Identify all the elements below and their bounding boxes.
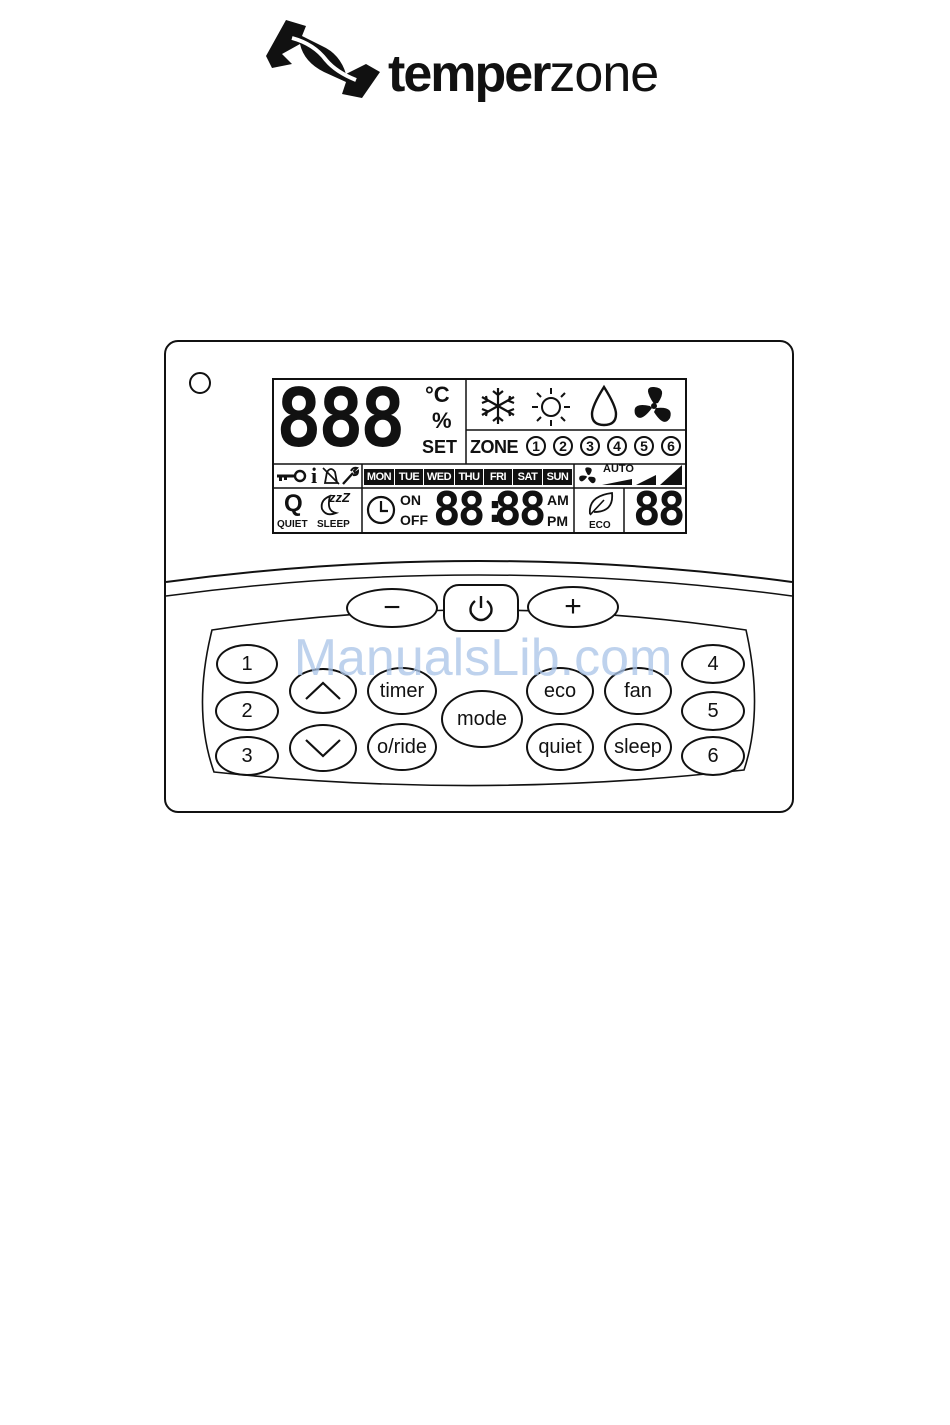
mode-button[interactable]: mode	[441, 690, 523, 748]
down-button[interactable]	[289, 724, 357, 772]
timer-button[interactable]: timer	[367, 667, 437, 715]
up-button[interactable]	[289, 668, 357, 714]
zone-indicator-2: 2	[553, 436, 573, 456]
plus-button[interactable]: +	[527, 586, 619, 628]
eco-button[interactable]: eco	[526, 667, 594, 715]
fan-button[interactable]: fan	[604, 667, 672, 715]
status-led	[189, 372, 211, 394]
quiet-indicator: Q	[284, 490, 303, 518]
brand-name: temperzone	[388, 44, 658, 104]
zone-6-button[interactable]: 6	[681, 736, 745, 776]
lcd-small-digits: 88	[633, 484, 682, 534]
zone-1-button[interactable]: 1	[216, 644, 278, 684]
lcd-main-digits: 888	[276, 374, 402, 464]
power-button[interactable]	[443, 584, 519, 632]
quiet-label: QUIET	[277, 519, 308, 530]
minus-button[interactable]: −	[346, 588, 438, 628]
chevron-up-icon	[303, 679, 343, 703]
zone-4-button[interactable]: 4	[681, 644, 745, 684]
info-icon: i	[311, 463, 317, 489]
zone-indicator-3: 3	[580, 436, 600, 456]
zone-indicator-5: 5	[634, 436, 654, 456]
clock-minutes: 88	[494, 484, 543, 534]
sleep-button[interactable]: sleep	[604, 723, 672, 771]
zone-indicator-6: 6	[661, 436, 681, 456]
bell-icon	[321, 466, 341, 486]
timer-off-label: OFF	[400, 512, 428, 528]
zone-indicator-1: 1	[526, 436, 546, 456]
zone-5-button[interactable]: 5	[681, 691, 745, 731]
zone-indicator-4: 4	[607, 436, 627, 456]
lcd-unit-celsius: °C	[425, 382, 450, 408]
fan-speed-icon	[578, 466, 598, 486]
sun-icon	[530, 386, 572, 428]
pm-label: PM	[547, 513, 568, 529]
zone-3-button[interactable]: 3	[215, 736, 279, 776]
day-tue: TUE	[395, 469, 423, 485]
am-label: AM	[547, 492, 569, 508]
brand-logo-icon	[262, 16, 384, 100]
lcd-zone-label: ZONE	[470, 437, 518, 458]
day-mon: MON	[364, 469, 394, 485]
zone-2-button[interactable]: 2	[215, 691, 279, 731]
drop-icon	[588, 384, 620, 428]
snowflake-icon	[478, 386, 518, 426]
key-icon	[275, 468, 307, 484]
eco-label: ECO	[589, 520, 611, 531]
clock-icon	[365, 494, 397, 526]
chevron-down-icon	[303, 736, 343, 760]
wrench-icon	[340, 466, 360, 486]
oride-button[interactable]: o/ride	[367, 723, 437, 771]
quiet-button[interactable]: quiet	[526, 723, 594, 771]
fan-icon	[632, 384, 676, 428]
leaf-icon	[586, 490, 616, 518]
day-sun: SUN	[543, 469, 572, 485]
timer-on-label: ON	[400, 492, 421, 508]
clock-hours: 88	[433, 484, 482, 534]
power-icon	[467, 594, 495, 622]
lcd-unit-percent: %	[432, 408, 452, 434]
lcd-set-label: SET	[422, 437, 457, 458]
sleep-label: SLEEP	[317, 519, 350, 530]
sleep-z: zzZ	[329, 490, 350, 505]
